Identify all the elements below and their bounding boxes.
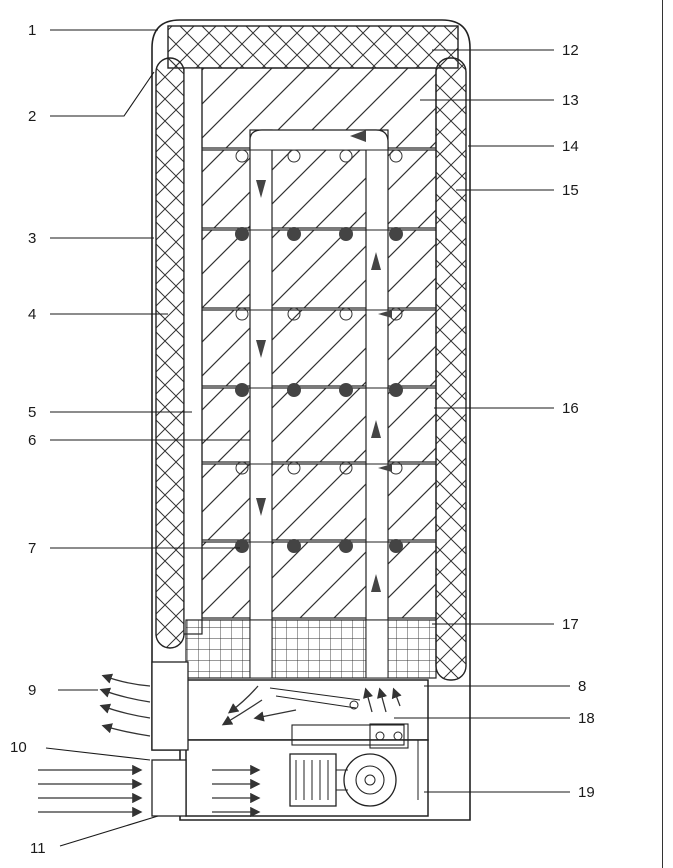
callout-13: 13 [562,92,579,109]
inner-door-panel [183,67,203,635]
exhaust-air-arrows [99,673,151,737]
callout-2: 2 [28,108,36,125]
callout-12: 12 [562,42,579,59]
fan-motor-unit [289,753,397,807]
top-insulation-band [167,25,459,69]
evaporator-assembly [269,687,419,800]
callout-6: 6 [28,432,36,449]
callout-17: 17 [562,616,579,633]
left-insulated-door [155,57,185,649]
callout-18: 18 [578,710,595,727]
callout-11: 11 [30,840,46,857]
callout-19: 19 [578,784,595,801]
callout-7: 7 [28,540,36,557]
air-duct-channels [249,129,389,677]
callout-4: 4 [28,306,36,323]
fan-compartment [185,739,429,817]
page-border-line [662,0,663,868]
callout-5: 5 [28,404,36,421]
callout-15: 15 [562,182,579,199]
intake-panel [151,759,187,817]
right-insulated-wall [435,57,467,681]
callout-14: 14 [562,138,579,155]
leader-lines [45,29,570,847]
bottom-grille [185,619,437,679]
compartment-flow-arrows [221,685,402,726]
callout-8: 8 [578,678,586,695]
callout-labels: 1 2 3 4 5 6 7 8 9 10 11 12 13 14 15 16 1… [10,22,595,857]
callout-1: 1 [28,22,36,39]
shelf-rails-with-coils [202,149,436,553]
louver-panel [151,661,189,751]
callout-10: 10 [10,739,27,756]
callout-9: 9 [28,682,36,699]
machine-compartment [185,679,429,741]
intake-air-arrows [38,764,261,818]
stacked-load-blocks [201,149,437,619]
callout-16: 16 [562,400,579,417]
callout-3: 3 [28,230,36,247]
